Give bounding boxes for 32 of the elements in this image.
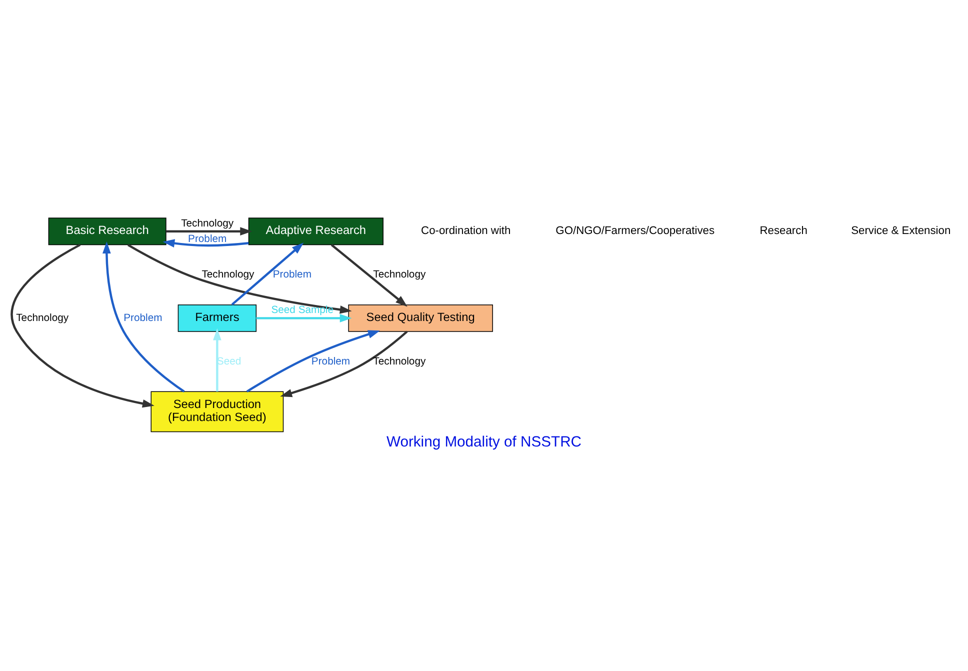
edge-label: Technology bbox=[16, 312, 69, 324]
edge-label: Problem bbox=[272, 269, 312, 280]
caption: Working Modality of NSSTRC bbox=[386, 434, 582, 450]
arrow bbox=[127, 243, 352, 314]
label: Co-ordination with bbox=[421, 224, 511, 236]
edge-label: Seed bbox=[216, 356, 242, 367]
arrow bbox=[246, 330, 380, 392]
edge-label: Technology bbox=[181, 218, 234, 229]
edge-label: Technology bbox=[202, 269, 254, 280]
edge-label: Problem bbox=[311, 356, 350, 367]
arrow bbox=[330, 244, 408, 306]
arrow bbox=[166, 226, 252, 235]
label: Service & Extension bbox=[851, 224, 951, 236]
node-box: Farmers bbox=[178, 304, 257, 332]
edge-label: Technology bbox=[373, 356, 426, 367]
edge-label: Seed Sample bbox=[271, 304, 334, 316]
arrow bbox=[213, 328, 222, 392]
arrow bbox=[162, 238, 249, 247]
node-box: Adaptive Research bbox=[248, 217, 384, 245]
label: Research bbox=[760, 224, 808, 236]
arrow bbox=[280, 330, 408, 397]
edge-label: Technology bbox=[373, 269, 426, 280]
edge-label: Problem bbox=[124, 312, 162, 324]
arrow bbox=[102, 241, 185, 392]
node-box: Basic Research bbox=[48, 217, 166, 245]
arrow bbox=[231, 242, 304, 305]
label: GO/NGO/Farmers/Cooperatives bbox=[556, 224, 715, 236]
edge-label: Problem bbox=[188, 233, 227, 244]
node-box: Seed Production (Foundation Seed) bbox=[150, 390, 284, 432]
node-box: Seed Quality Testing bbox=[348, 304, 493, 332]
arrow bbox=[10, 243, 154, 408]
arrow bbox=[256, 314, 352, 322]
